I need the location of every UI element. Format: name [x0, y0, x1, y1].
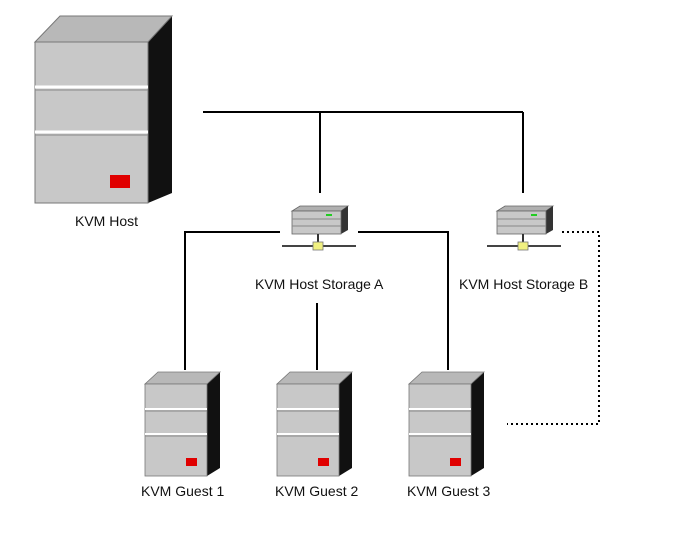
guest-1-indicator-light [186, 458, 197, 466]
storage-a-connector [312, 241, 324, 251]
kvm-host-server-icon [33, 15, 174, 204]
storage-a-network-icon [282, 205, 356, 251]
link-storage-b-guest-3 [507, 231, 600, 425]
guest-1-label: KVM Guest 1 [141, 483, 225, 499]
storage-a-led [326, 214, 332, 216]
guest-3-indicator-light [450, 458, 461, 466]
link-storage-a-guest-1 [184, 231, 280, 370]
guest-3-label: KVM Guest 3 [407, 483, 491, 499]
storage-a-label: KVM Host Storage A [255, 276, 384, 292]
link-storage-a-guest-3 [358, 231, 449, 370]
storage-b-label: KVM Host Storage B [459, 276, 589, 292]
guest-1-server-icon [143, 371, 222, 477]
guest-2-server-icon [275, 371, 354, 477]
storage-b-network-icon [487, 205, 561, 251]
guest-3-server-icon [407, 371, 486, 477]
storage-b-connector [517, 241, 529, 251]
host-indicator-light [110, 175, 130, 188]
storage-b-led [531, 214, 537, 216]
kvm-host-label: KVM Host [75, 213, 139, 229]
connection-lines [184, 111, 600, 425]
guest-2-indicator-light [318, 458, 329, 466]
guest-2-label: KVM Guest 2 [275, 483, 359, 499]
